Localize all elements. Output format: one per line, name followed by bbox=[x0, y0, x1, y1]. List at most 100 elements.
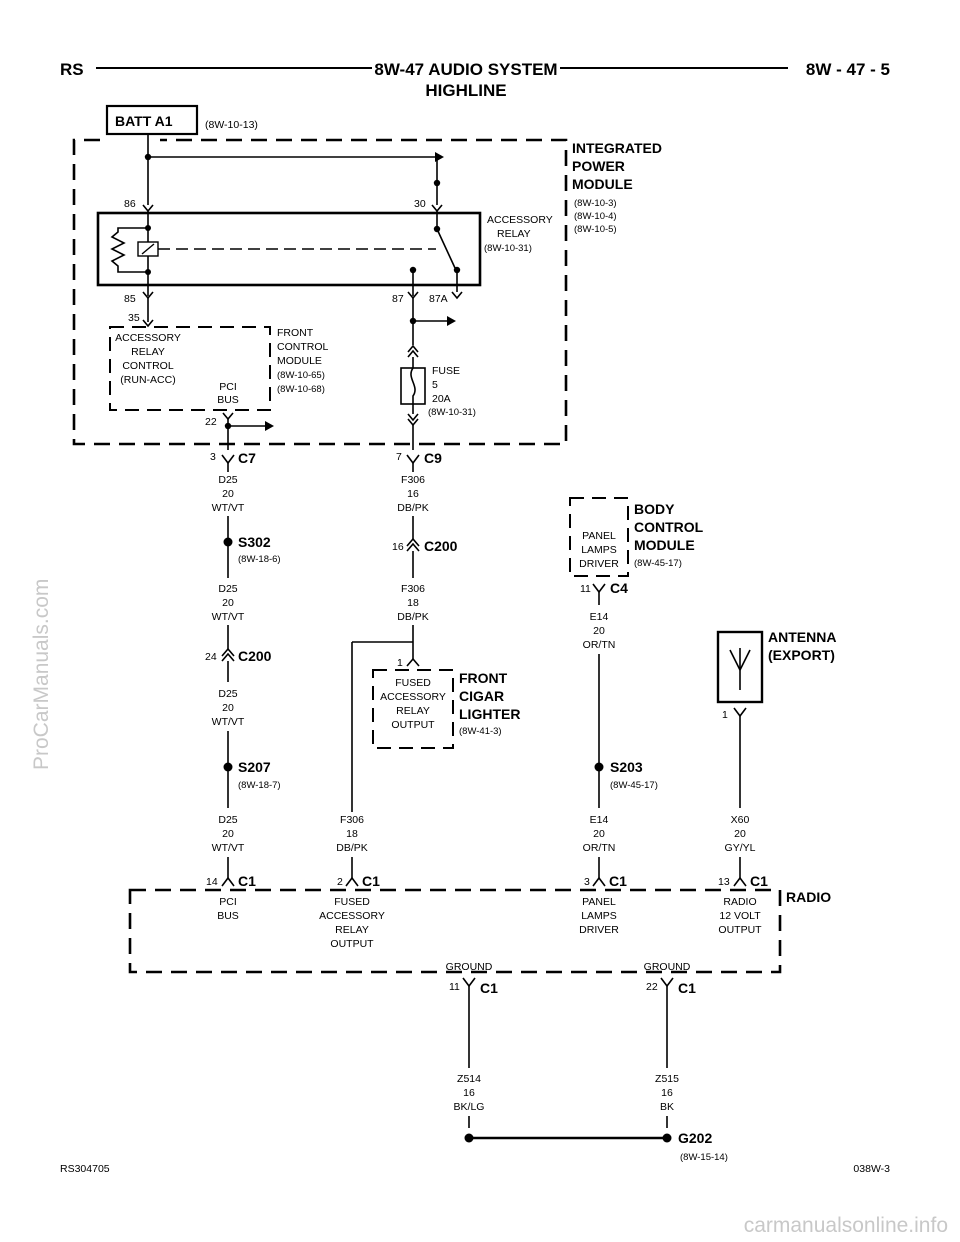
z514-color: BK/LG bbox=[454, 1101, 485, 1113]
z514-circuit: Z514 bbox=[457, 1073, 481, 1085]
antenna-icon bbox=[729, 648, 751, 690]
f306-b-color: DB/PK bbox=[397, 611, 429, 623]
footer-left: RS304705 bbox=[60, 1163, 110, 1175]
d25-c-gauge: 20 bbox=[222, 702, 234, 714]
c200b-label: C200 bbox=[238, 648, 272, 664]
antenna-export: ANTENNA (EXPORT) 1 X60 20 GY/YL bbox=[716, 629, 836, 878]
wire-e14: E14 20 OR/TN S203 (8W-45-17) E14 20 OR/T… bbox=[583, 592, 658, 878]
c9-label: C9 bbox=[424, 450, 442, 466]
radio-pin-13: 13 bbox=[718, 876, 730, 888]
lighter-title-2: CIGAR bbox=[459, 688, 504, 704]
d25-a-color: WT/VT bbox=[212, 502, 245, 514]
s207-label: S207 bbox=[238, 759, 271, 775]
d25-d-circuit: D25 bbox=[218, 814, 237, 826]
front-control-module: ACCESSORY RELAY CONTROL (RUN-ACC) PCI BU… bbox=[109, 326, 328, 450]
d25-b-color: WT/VT bbox=[212, 611, 245, 623]
fuse-5: FUSE 5 20A (8W-10-31) bbox=[400, 298, 476, 450]
radio-fused-4: OUTPUT bbox=[330, 938, 374, 950]
s302-splice bbox=[223, 537, 233, 547]
connector-c7: 3 C7 bbox=[210, 450, 256, 466]
radio-fused-2: ACCESSORY bbox=[319, 910, 385, 922]
ground-c1-b: C1 bbox=[678, 980, 696, 996]
f306-c-gauge: 18 bbox=[346, 828, 358, 840]
g202-label: G202 bbox=[678, 1130, 712, 1146]
s302-ref: (8W-18-6) bbox=[238, 554, 281, 565]
lighter-ref: (8W-41-3) bbox=[459, 726, 502, 737]
ipm-ref-3: (8W-10-5) bbox=[574, 224, 617, 235]
c9-pin: 7 bbox=[396, 451, 402, 463]
lighter-in-1: FUSED bbox=[395, 677, 431, 689]
front-cigar-lighter: FUSED ACCESSORY RELAY OUTPUT FRONT CIGAR… bbox=[372, 669, 520, 749]
ground-c1-a: C1 bbox=[480, 980, 498, 996]
lighter-pin: 1 bbox=[397, 657, 403, 669]
fcm-title-1: FRONT bbox=[277, 327, 314, 339]
radio-pin-3: 3 bbox=[584, 876, 590, 888]
x60-circuit: X60 bbox=[731, 814, 750, 826]
bcm-title-1: BODY bbox=[634, 501, 675, 517]
relay-pin-86: 86 bbox=[124, 198, 136, 210]
radio-c1-c: C1 bbox=[609, 873, 627, 889]
c4-label: C4 bbox=[610, 580, 628, 596]
g202-ref: (8W-15-14) bbox=[680, 1152, 728, 1163]
bottom-watermark: carmanualsonline.info bbox=[744, 1214, 948, 1237]
f306-b-gauge: 18 bbox=[407, 597, 419, 609]
batt-a1-source: BATT A1 (8W-10-13) bbox=[105, 104, 258, 136]
relay-pin-30: 30 bbox=[414, 198, 426, 210]
side-watermark: ProCarManuals.com bbox=[30, 579, 53, 770]
s203-splice bbox=[594, 762, 604, 772]
accessory-relay: 86 30 85 87 87A ACCESSORY RELAY (8W-10-3… bbox=[96, 198, 553, 305]
d25-c-color: WT/VT bbox=[212, 716, 245, 728]
d25-b-gauge: 20 bbox=[222, 597, 234, 609]
fcm-ref-2: (8W-10-68) bbox=[277, 384, 325, 395]
fcm-pci-2: BUS bbox=[217, 394, 239, 406]
f306-a-color: DB/PK bbox=[397, 502, 429, 514]
radio-pin-14: 14 bbox=[206, 876, 218, 888]
bcm-in-3: DRIVER bbox=[579, 558, 619, 570]
relay-pin-85: 85 bbox=[124, 293, 136, 305]
fcm-title-3: MODULE bbox=[277, 355, 322, 367]
fcm-pci-1: PCI bbox=[219, 381, 237, 393]
body-control-module: PANEL LAMPS DRIVER BODY CONTROL MODULE (… bbox=[569, 497, 704, 596]
relay-pin-87a: 87A bbox=[429, 293, 448, 305]
f306-a-circuit: F306 bbox=[401, 474, 425, 486]
fcm-ref-1: (8W-10-65) bbox=[277, 370, 325, 381]
antenna-title-1: ANTENNA bbox=[768, 629, 836, 645]
ground-pin-22: 22 bbox=[646, 981, 658, 993]
radio-c1-b: C1 bbox=[362, 873, 380, 889]
s203-ref: (8W-45-17) bbox=[610, 780, 658, 791]
radio-pci-1: PCI bbox=[219, 896, 237, 908]
lighter-title-1: FRONT bbox=[459, 670, 508, 686]
c200a-pin: 16 bbox=[392, 541, 404, 553]
relay-label-2: RELAY bbox=[497, 228, 531, 240]
integrated-power-module: INTEGRATED POWER MODULE (8W-10-3) (8W-10… bbox=[72, 138, 662, 446]
lighter-title-3: LIGHTER bbox=[459, 706, 520, 722]
c7-label: C7 bbox=[238, 450, 256, 466]
e14-a-gauge: 20 bbox=[593, 625, 605, 637]
radio-out-2: 12 VOLT bbox=[719, 910, 761, 922]
relay-ref: (8W-10-31) bbox=[484, 243, 532, 254]
fcm-acc-3: CONTROL bbox=[122, 360, 173, 372]
fcm-acc-1: ACCESSORY bbox=[115, 332, 181, 344]
e14-b-circuit: E14 bbox=[590, 814, 609, 826]
bcm-ref: (8W-45-17) bbox=[634, 558, 682, 569]
radio-c1-connectors: 14 C1 2 C1 3 C1 13 C1 bbox=[206, 873, 768, 889]
z515-color: BK bbox=[660, 1101, 674, 1113]
batt-ref: (8W-10-13) bbox=[205, 119, 258, 131]
bcm-in-2: LAMPS bbox=[581, 544, 617, 556]
radio-out-3: OUTPUT bbox=[718, 924, 762, 936]
relay-label-1: ACCESSORY bbox=[487, 214, 553, 226]
e14-b-color: OR/TN bbox=[583, 842, 616, 854]
radio-title: RADIO bbox=[786, 889, 831, 905]
radio-ground-2: GROUND bbox=[644, 961, 691, 973]
z514-gauge: 16 bbox=[463, 1087, 475, 1099]
ipm-title-3: MODULE bbox=[572, 176, 633, 192]
x60-gauge: 20 bbox=[734, 828, 746, 840]
footer-right: 038W-3 bbox=[853, 1163, 890, 1175]
x60-color: GY/YL bbox=[725, 842, 756, 854]
wire-d25: D25 20 WT/VT S302 (8W-18-6) D25 20 WT/VT… bbox=[205, 463, 281, 878]
radio-ground-1: GROUND bbox=[446, 961, 493, 973]
radio-pci-2: BUS bbox=[217, 910, 239, 922]
d25-d-color: WT/VT bbox=[212, 842, 245, 854]
f306-a-gauge: 16 bbox=[407, 488, 419, 500]
